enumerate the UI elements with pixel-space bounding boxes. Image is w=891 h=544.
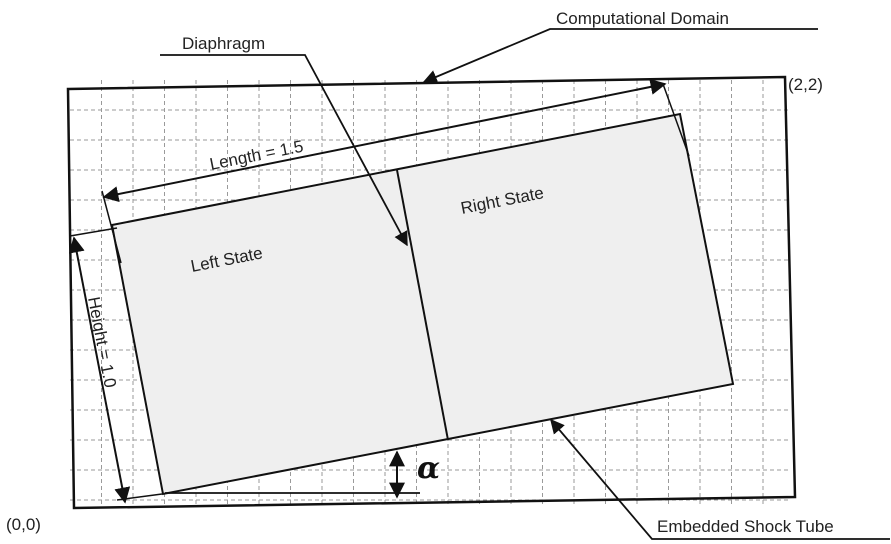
corner-top-right-label: (2,2)	[788, 75, 823, 94]
height-extension-top	[69, 227, 118, 237]
height-label: Height = 1.0	[84, 295, 120, 389]
corner-bottom-left-label: (0,0)	[6, 515, 41, 534]
angle-alpha-label: α	[417, 451, 440, 486]
length-extension-right	[662, 83, 690, 157]
embedded-shock-tube-label: Embedded Shock Tube	[657, 517, 834, 536]
diaphragm-leader	[160, 54, 408, 247]
computational-domain-label: Computational Domain	[556, 9, 729, 28]
computational-domain-leader	[422, 28, 818, 84]
length-label: Length = 1.5	[208, 137, 305, 174]
embedded-shock-tube-leader	[550, 418, 890, 540]
diaphragm-line	[396, 169, 449, 441]
diaphragm-label: Diaphragm	[182, 34, 265, 53]
height-dimension-arrow	[68, 236, 131, 504]
length-dimension-arrow	[102, 79, 667, 202]
